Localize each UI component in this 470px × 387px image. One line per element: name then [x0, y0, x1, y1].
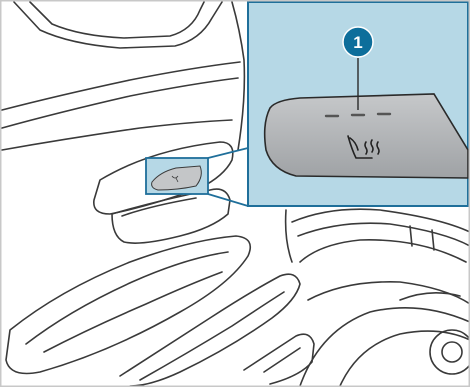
zoom-inset-panel: 1: [248, 2, 468, 206]
zoom-connector-lines: [208, 148, 248, 206]
callout-marker-1: 1: [343, 27, 373, 57]
svg-text:1: 1: [353, 33, 362, 52]
seat-heating-button: [265, 94, 468, 178]
switch-location-highlight: [146, 158, 208, 194]
